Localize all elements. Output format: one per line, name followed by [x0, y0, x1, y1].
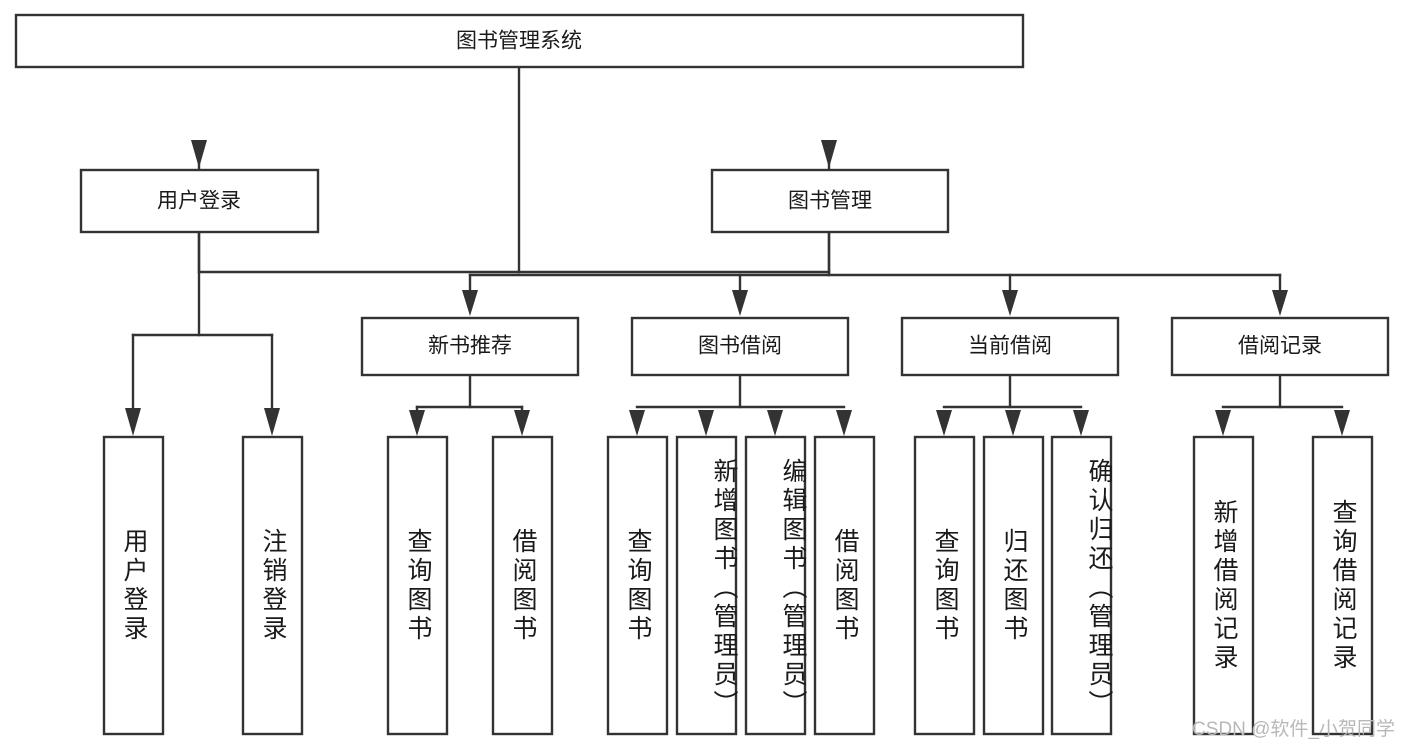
arrow-to-leaf-query-book-1	[409, 410, 425, 436]
arrow-to-leaf-borrow-book-2	[836, 410, 852, 436]
node-leaf-user-login-box[interactable]	[102, 435, 165, 736]
node-leaf-return-book-box[interactable]	[982, 435, 1045, 736]
arrow-to-leaf-user-login	[125, 408, 141, 436]
node-book-management-box[interactable]	[710, 168, 950, 234]
node-leaf-add-record-box[interactable]	[1192, 435, 1255, 736]
arrow-to-leaf-query-book-2	[629, 410, 645, 436]
node-new-book-recommend-box[interactable]	[360, 316, 580, 377]
arrow-to-leaf-query-book-3	[936, 410, 952, 436]
node-user-login-label: 用户登录	[157, 190, 241, 213]
connector-group-book-borrow	[629, 373, 852, 436]
arrow-to-leaf-borrow-book-1	[514, 410, 530, 436]
arrow-to-leaf-logout	[264, 408, 280, 436]
node-leaf-query-record-box[interactable]	[1311, 435, 1374, 736]
arrow-to-leaf-confirm-return	[1073, 410, 1089, 436]
node-leaf-add-book-box[interactable]	[675, 435, 738, 736]
csdn-watermark: CSDN @软件_小贺同学	[1192, 719, 1395, 740]
node-book-borrow-box[interactable]	[630, 316, 850, 377]
arrow-to-book-management	[821, 140, 837, 168]
node-leaf-query-book-2-box[interactable]	[606, 435, 669, 736]
node-leaf-logout-box[interactable]	[241, 435, 304, 736]
node-user-login[interactable]: 用户登录	[79, 168, 320, 234]
connector-group-current-borrow	[936, 373, 1089, 436]
node-book-borrow-label: 图书借阅	[698, 335, 782, 358]
node-root-box[interactable]	[14, 13, 1025, 69]
arrow-to-current-borrow	[1002, 290, 1018, 316]
node-leaf-query-book-1-box[interactable]	[386, 435, 449, 736]
node-user-login-box[interactable]	[79, 168, 320, 234]
arrow-to-book-borrow	[732, 290, 748, 316]
node-current-borrow-label: 当前借阅	[968, 335, 1052, 358]
arrow-to-borrow-record	[1272, 290, 1288, 316]
node-new-book-recommend[interactable]: 新书推荐	[360, 316, 580, 377]
connector-group-book-management	[462, 230, 1288, 316]
connector-group-borrow-record	[1215, 373, 1350, 436]
node-borrow-record-box[interactable]	[1170, 316, 1390, 377]
connector-group-new-book-recommend	[409, 373, 530, 436]
arrow-to-leaf-add-record	[1215, 410, 1231, 436]
node-current-borrow[interactable]: 当前借阅	[900, 316, 1120, 377]
arrow-to-leaf-return-book	[1005, 410, 1021, 436]
node-current-borrow-box[interactable]	[900, 316, 1120, 377]
node-borrow-record[interactable]: 借阅记录	[1170, 316, 1390, 377]
node-leaf-confirm-return-box[interactable]	[1050, 435, 1113, 736]
arrow-to-leaf-add-book	[698, 410, 714, 436]
node-borrow-record-label: 借阅记录	[1238, 335, 1322, 358]
arrow-to-new-book-recommend	[462, 290, 478, 316]
arrow-to-user-login	[191, 140, 207, 168]
node-root-label: 图书管理系统	[456, 30, 582, 53]
node-root[interactable]: 图书管理系统	[14, 13, 1025, 69]
node-leaf-borrow-book-2-box[interactable]	[813, 435, 876, 736]
node-book-management[interactable]: 图书管理	[710, 168, 950, 234]
node-leaf-edit-book-box[interactable]	[744, 435, 807, 736]
arrow-to-leaf-edit-book	[767, 410, 783, 436]
arrow-to-leaf-query-record	[1334, 410, 1350, 436]
node-leaf-query-book-3-box[interactable]	[913, 435, 976, 736]
connector-group-user-login	[125, 230, 280, 436]
node-book-management-label: 图书管理	[788, 190, 872, 213]
node-new-book-recommend-label: 新书推荐	[428, 335, 512, 358]
node-leaf-borrow-book-1-box[interactable]	[491, 435, 554, 736]
node-book-borrow[interactable]: 图书借阅	[630, 316, 850, 377]
